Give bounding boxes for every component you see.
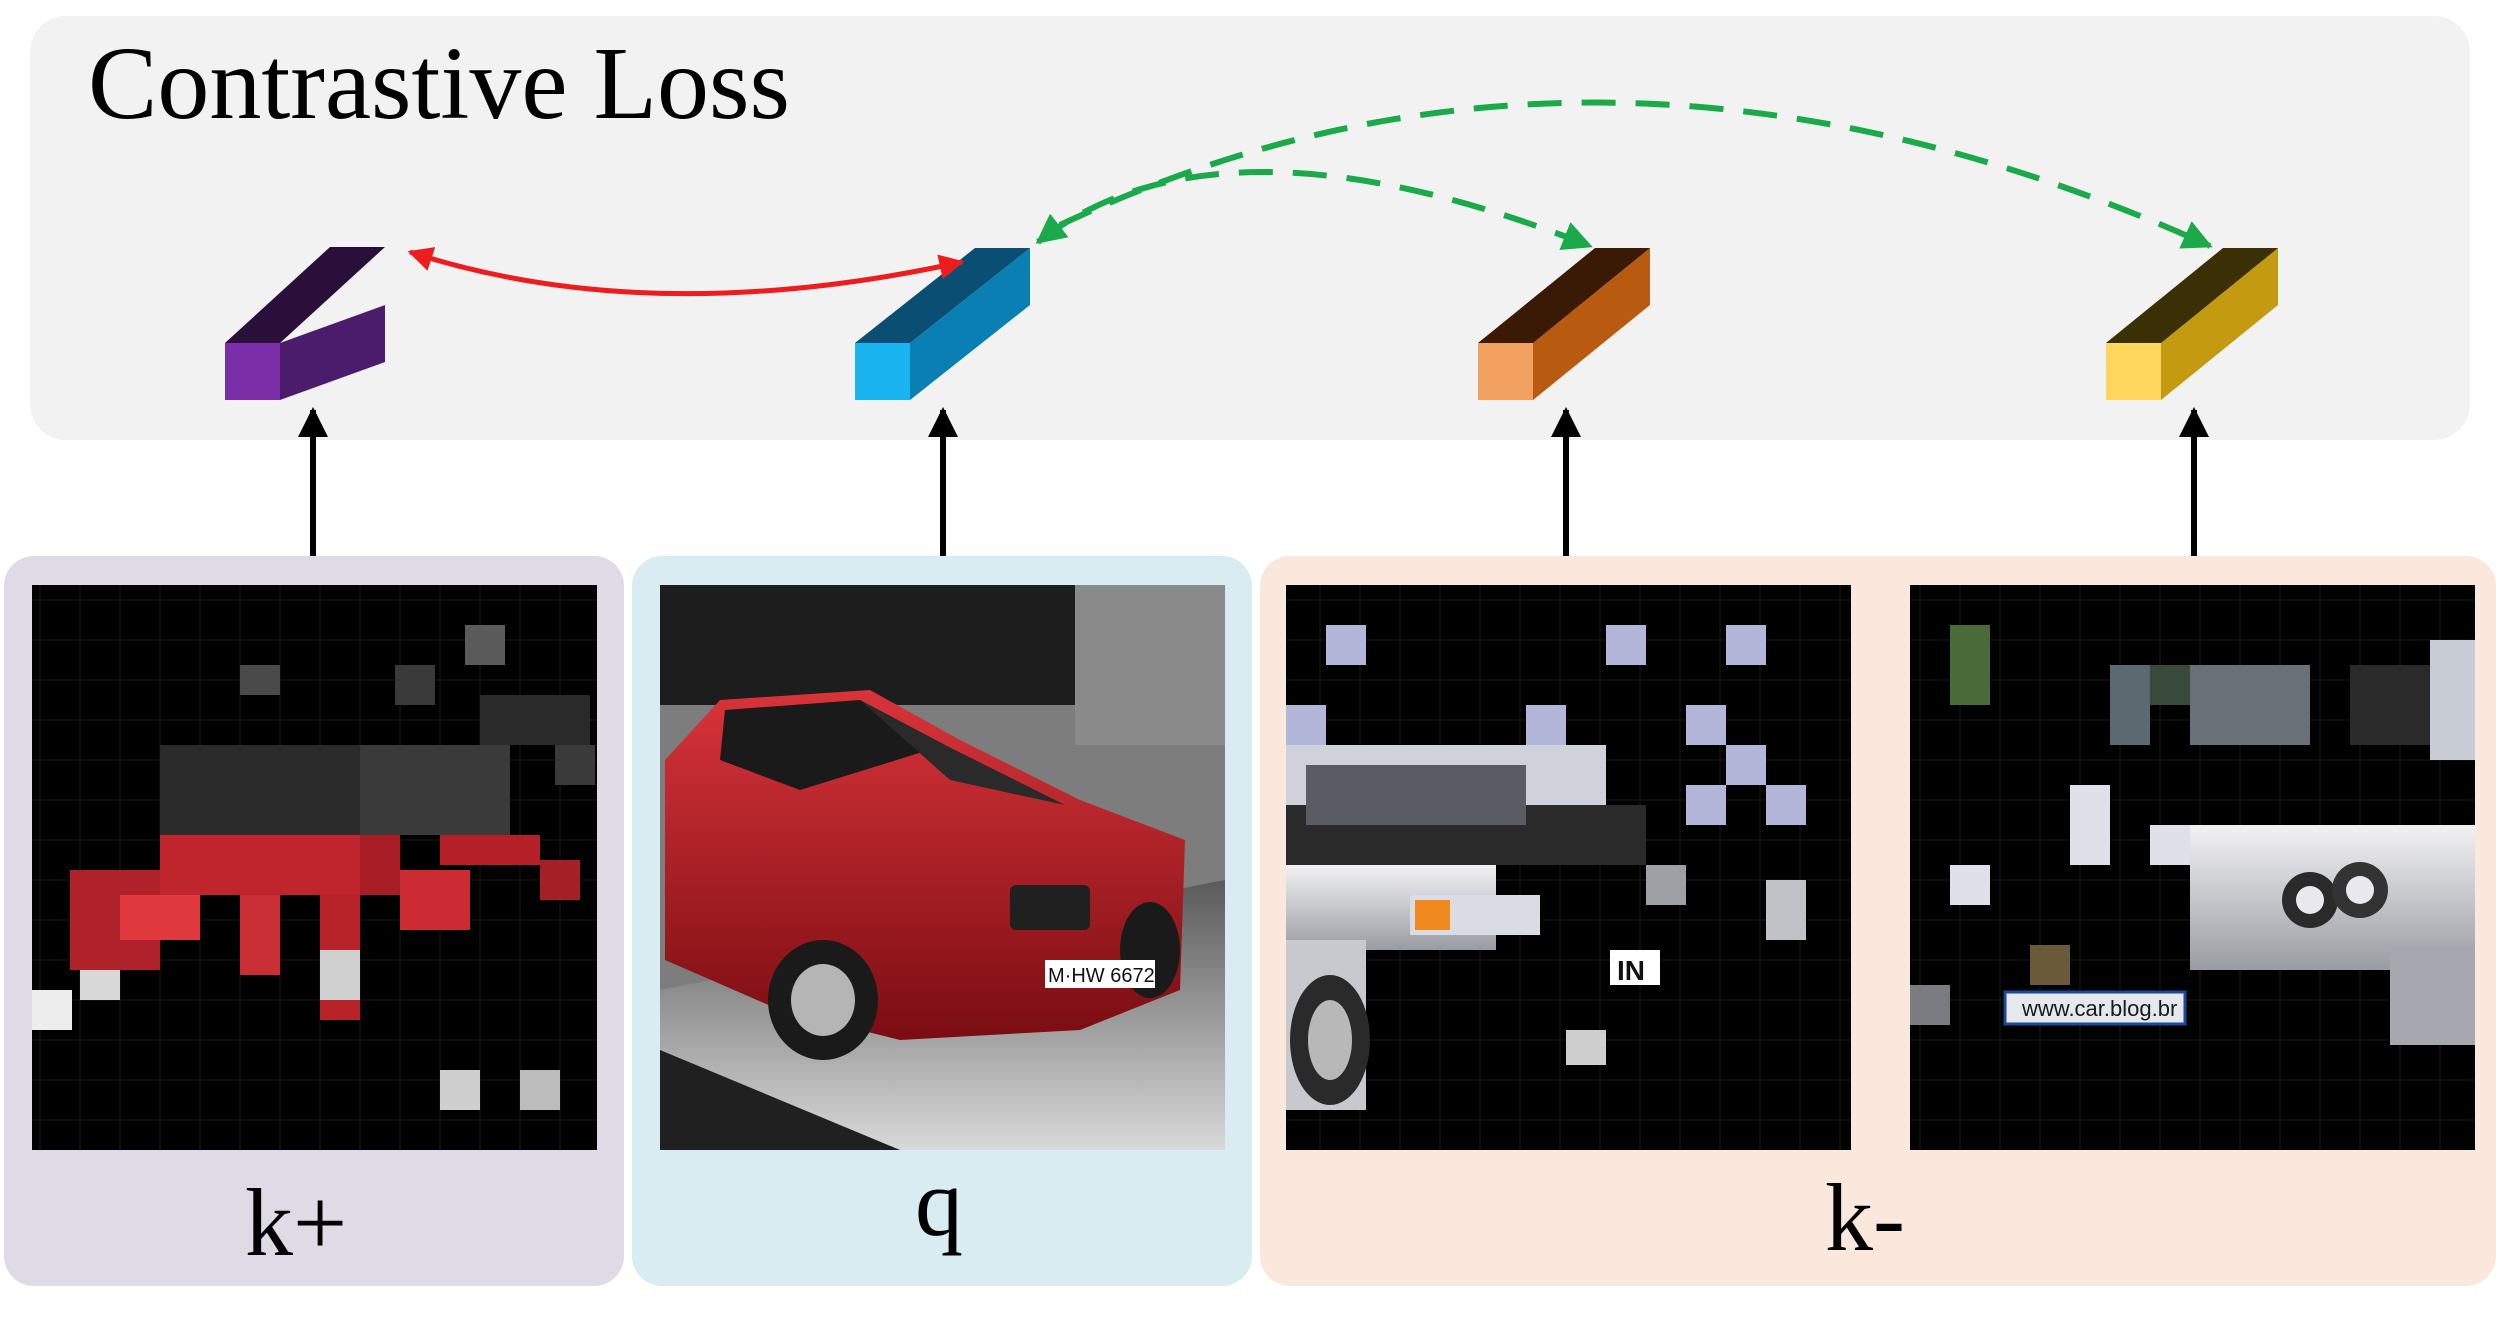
negative-key-image-2: www.car.blog.br — [1910, 585, 2475, 1150]
query-label: q — [915, 1149, 963, 1256]
negative-key-label: k- — [1825, 1164, 1905, 1271]
negative-key-feature-2 — [2106, 248, 2278, 400]
positive-key-image — [32, 585, 597, 1150]
license-plate-text: M·HW 6672 — [1048, 965, 1155, 987]
negative-pair-arrow-1 — [1035, 169, 1593, 251]
positive-pair-arrow — [407, 247, 965, 297]
negative-key-image-1: IN — [1286, 585, 1851, 1150]
query-image: M·HW 6672 — [660, 585, 1225, 1150]
license-plate-text-1: IN — [1617, 955, 1645, 986]
panel-title: Contrastive Loss — [88, 26, 790, 141]
positive-key-feature — [225, 247, 385, 400]
positive-key-label: k+ — [245, 1169, 347, 1276]
negative-key-feature-1 — [1478, 248, 1650, 400]
license-plate-text-2: www.car.blog.br — [2021, 996, 2177, 1021]
negative-pair-arrow-2 — [1058, 99, 2213, 249]
query-feature — [855, 248, 1030, 400]
